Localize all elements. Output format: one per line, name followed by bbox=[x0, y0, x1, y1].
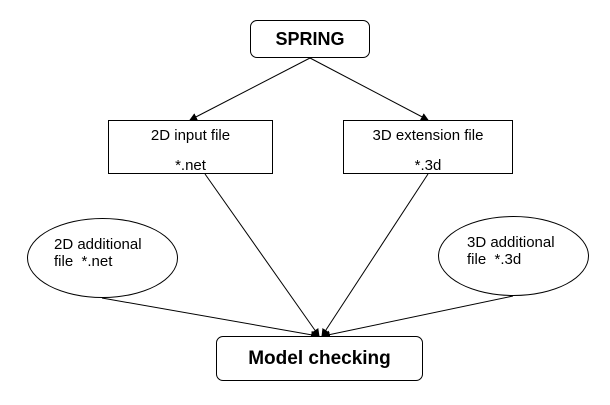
arrow-2d-input-to-model-checking bbox=[204, 173, 320, 337]
arrow-3d-additional-to-model-checking bbox=[322, 295, 514, 339]
extension-3d-node: 3D extension file *.3d bbox=[343, 120, 513, 174]
input-2d-extension: *.net bbox=[175, 157, 206, 174]
extension-3d-title: 3D extension file bbox=[372, 127, 484, 144]
arrow-spring-to-3d-extension bbox=[309, 57, 429, 121]
model-checking-node: Model checking bbox=[216, 336, 423, 381]
additional-2d-node: 2D additional file *.net bbox=[27, 218, 178, 298]
input-2d-node: 2D input file *.net bbox=[108, 120, 273, 174]
model-checking-label: Model checking bbox=[248, 347, 391, 369]
additional-2d-line2: file *.net bbox=[54, 253, 113, 270]
additional-3d-line2: file *.3d bbox=[467, 251, 522, 268]
spring-label: SPRING bbox=[275, 28, 345, 49]
additional-3d-line1: 3D additional bbox=[467, 234, 555, 251]
additional-3d-node: 3D additional file *.3d bbox=[438, 216, 589, 296]
additional-2d-line1: 2D additional bbox=[54, 236, 142, 253]
arrow-spring-to-2d-input bbox=[189, 57, 311, 121]
spring-node: SPRING bbox=[250, 20, 370, 58]
input-2d-title: 2D input file bbox=[150, 127, 231, 144]
arrow-3d-extension-to-model-checking bbox=[321, 173, 429, 337]
arrow-2d-additional-to-model-checking bbox=[101, 297, 319, 339]
extension-3d-extension: *.3d bbox=[414, 157, 442, 174]
